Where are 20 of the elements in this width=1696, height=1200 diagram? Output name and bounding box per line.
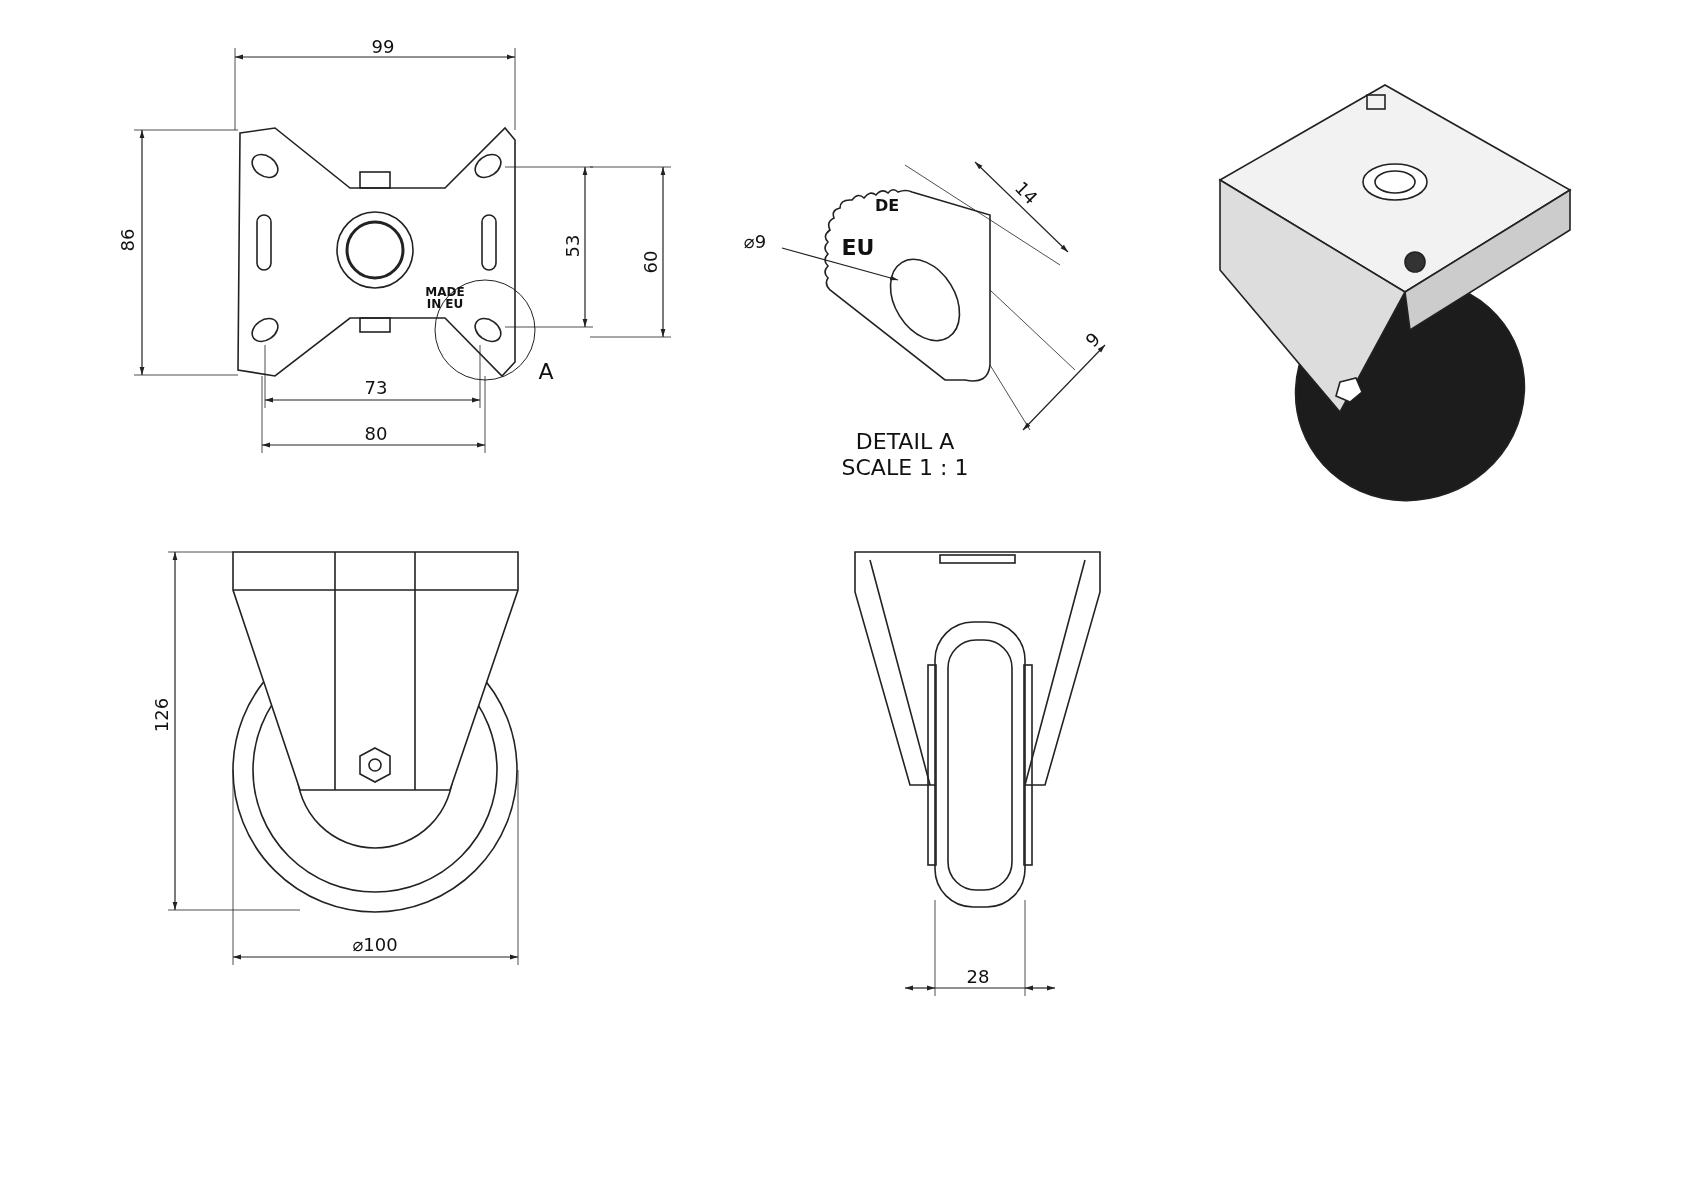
dimension-value: 80 xyxy=(364,425,388,443)
leader-line xyxy=(781,247,899,281)
engraved-text: EU xyxy=(841,237,875,259)
dimension-value: 99 xyxy=(371,38,395,56)
dimension-value: 60 xyxy=(642,250,660,274)
callout-letter: A xyxy=(538,361,554,383)
dimension-value: 126 xyxy=(153,697,171,733)
slot-hole xyxy=(889,258,961,342)
dimension-value: 28 xyxy=(966,968,990,986)
engraved-text: MADE IN EU xyxy=(424,286,466,310)
dimension-value: 73 xyxy=(364,379,388,397)
view-title: DETAIL A xyxy=(855,431,955,453)
dimension-value: 14 xyxy=(1011,178,1041,208)
view-scale: SCALE 1 : 1 xyxy=(841,457,969,479)
dimension-value: ⌀100 xyxy=(352,936,398,954)
dimension-value: 9 xyxy=(1082,329,1104,351)
dimension-value: 53 xyxy=(564,234,582,258)
diameter-label: ⌀9 xyxy=(743,233,767,251)
engraved-text: DE xyxy=(874,198,900,214)
dimension-value: 86 xyxy=(119,228,137,252)
